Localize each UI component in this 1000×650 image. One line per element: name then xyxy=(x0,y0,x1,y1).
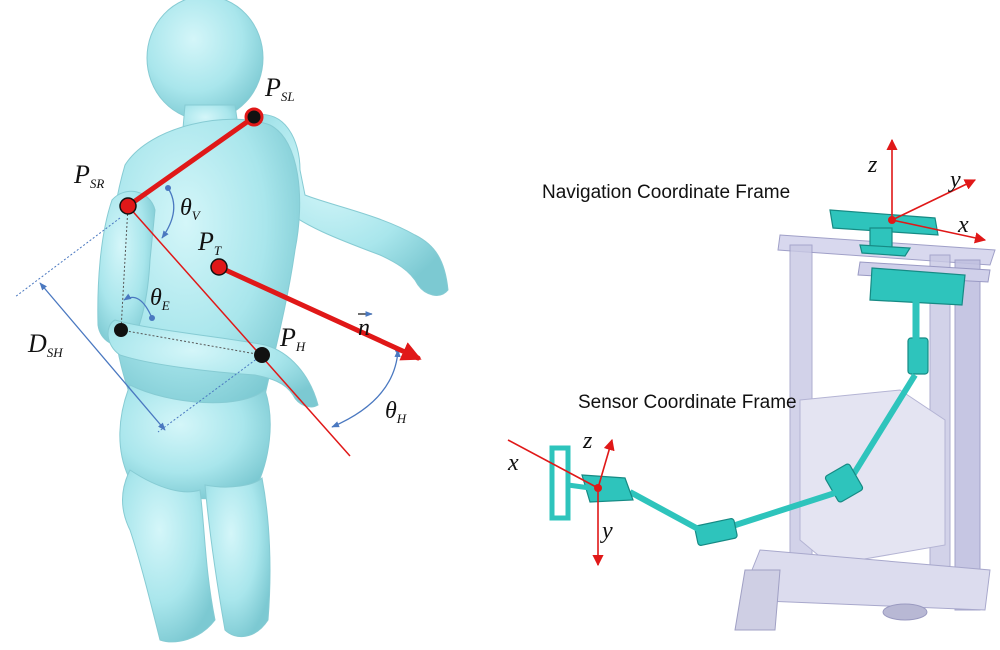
theta-v-arc xyxy=(161,187,175,239)
dsh-extension-bottom xyxy=(157,354,263,433)
label-p-t: PT xyxy=(197,227,222,258)
joint-torso xyxy=(210,258,228,276)
joints xyxy=(114,107,270,363)
label-theta-e: θE xyxy=(150,285,170,313)
mouse xyxy=(882,603,928,621)
rack-post-right-front xyxy=(954,259,981,611)
torso-normal-vector xyxy=(216,264,422,361)
sensor-origin xyxy=(594,484,602,492)
navigation-coordinate-frame xyxy=(886,138,987,244)
joint-left-shoulder xyxy=(244,107,264,127)
label-d-sh: DSH xyxy=(27,329,63,360)
nav-y-axis xyxy=(891,179,977,221)
label-p-sl: PSL xyxy=(264,73,295,104)
label-theta-h: θH xyxy=(385,398,407,426)
keyboard xyxy=(734,569,781,631)
figure-left-arm xyxy=(254,114,449,296)
monitor xyxy=(799,389,946,566)
sensor-head xyxy=(581,474,634,503)
label-n-vector: n xyxy=(358,315,370,341)
joint-elbow xyxy=(114,323,128,337)
theta-e-arc xyxy=(123,293,153,319)
arm-link-2 xyxy=(847,373,918,482)
rack-structure xyxy=(734,234,996,631)
figure-head xyxy=(146,0,264,121)
arm-extension-line xyxy=(127,205,351,457)
theta-e-marker xyxy=(149,315,155,321)
label-p-h: PH xyxy=(279,323,306,354)
sensor-coordinate-frame xyxy=(507,438,615,567)
arm-joint-1 xyxy=(907,337,929,375)
nav-z-label: z xyxy=(867,152,878,178)
measure-arrows xyxy=(39,187,401,431)
nav-y-label: y xyxy=(948,167,961,193)
navigation-frame-title: Navigation Coordinate Frame xyxy=(542,182,790,203)
shoulder-segment xyxy=(125,114,257,209)
sensor-bracket xyxy=(549,445,571,521)
nav-origin xyxy=(888,216,896,224)
theta-h-arc xyxy=(331,349,401,428)
joint-right-shoulder xyxy=(119,197,137,215)
sensor-y-label: y xyxy=(600,518,613,544)
sensor-z-axis xyxy=(597,438,615,489)
sensor-frame-title: Sensor Coordinate Frame xyxy=(578,392,797,413)
joint-hand xyxy=(254,347,270,363)
body-segments xyxy=(125,114,422,361)
sensor-z-label: z xyxy=(582,428,593,454)
navigation-sensor-stand xyxy=(869,227,893,249)
label-p-sr: PSR xyxy=(73,160,104,191)
navigation-sensor-base xyxy=(859,244,912,257)
arm-link-3 xyxy=(719,490,836,533)
label-theta-v: θV xyxy=(180,195,202,223)
camera-block xyxy=(869,267,966,306)
nav-x-label: x xyxy=(957,212,969,238)
sensor-bracket-link xyxy=(567,482,591,491)
figure-left-leg xyxy=(204,476,271,638)
upper-arm-dotted-line xyxy=(120,205,129,331)
guide-lines xyxy=(14,205,351,457)
arm-joint-3 xyxy=(694,518,738,546)
left-labels: PSL PSR PT PH θV θE θH DSH n xyxy=(27,73,407,426)
sensor-x-label: x xyxy=(507,450,519,476)
arm-link-4 xyxy=(628,489,702,533)
figure-right-leg xyxy=(122,469,216,643)
nav-x-axis xyxy=(891,219,987,244)
sensor-hardware xyxy=(549,209,966,546)
dsh-extension-top xyxy=(14,217,121,298)
sensor-x-axis xyxy=(507,439,599,489)
dsh-arrow xyxy=(39,282,166,431)
theta-v-marker xyxy=(165,185,171,191)
